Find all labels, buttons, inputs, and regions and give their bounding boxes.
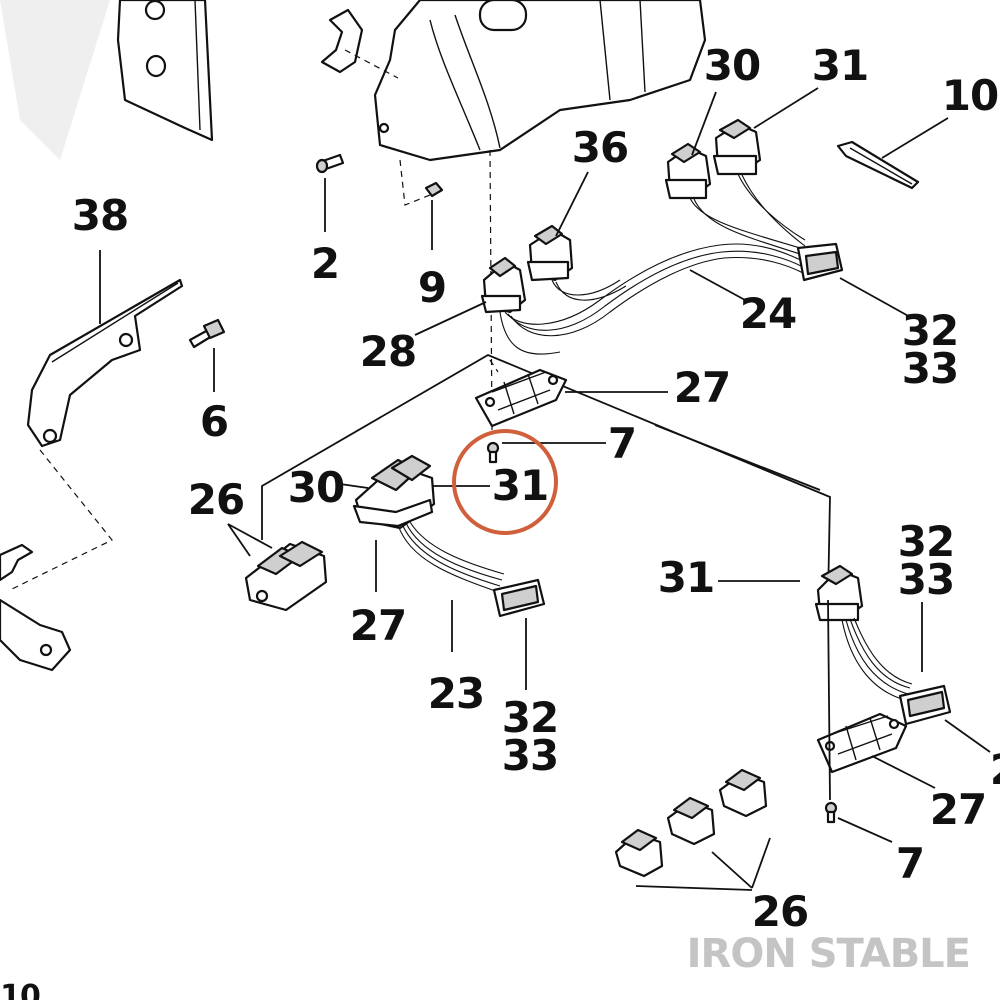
leader-36: [555, 171, 589, 237]
callout-31-mid: 31: [492, 461, 548, 510]
callout-33-top: 33: [902, 344, 958, 393]
leader-26-left: [227, 523, 273, 549]
callout-30-mid: 30: [288, 463, 344, 512]
leader-26-bottom: [711, 851, 753, 889]
leader-26-left: [227, 523, 251, 557]
callout-23: 23: [428, 669, 484, 718]
callout-32-bottom: 32: [502, 693, 558, 742]
guide-line: [827, 599, 831, 801]
switch-30-upper: [664, 142, 712, 200]
callout-9: 9: [418, 263, 446, 312]
leader-27-right: [871, 755, 936, 789]
callout-26-left: 26: [188, 475, 244, 524]
screw-7-mid: [486, 441, 500, 464]
screw-7-right: [824, 801, 838, 824]
callout-6: 6: [200, 397, 228, 446]
alignment-line: [9, 449, 113, 591]
callout-27-right: 27: [930, 785, 986, 834]
callout-32-right: 32: [898, 517, 954, 566]
callout-30-top: 30: [704, 41, 760, 90]
alignment-line: [344, 49, 399, 79]
connector-32-33-center: [492, 578, 546, 618]
switch-31-upper: [712, 118, 762, 176]
switch-36: [526, 224, 574, 282]
handlebar-housing: [373, 0, 707, 162]
callout-32-top: 32: [902, 306, 958, 355]
button-26-bottom-a: [614, 828, 664, 878]
button-26-bottom-b: [666, 796, 716, 846]
guide-line: [489, 359, 499, 373]
guide-line: [261, 353, 831, 601]
callout-10: 10: [942, 71, 998, 120]
callout-2-edge: 2: [990, 745, 1000, 794]
harness-right-wires: [841, 617, 913, 701]
callout-2: 2: [311, 239, 339, 288]
switch-assembly-center: [352, 454, 436, 530]
background-shade: [0, 0, 110, 160]
connector-right: [898, 684, 952, 726]
leader-28: [414, 301, 487, 336]
callout-7-mid: 7: [608, 419, 636, 468]
callout-28: 28: [360, 327, 416, 376]
callout-31-right: 31: [658, 553, 714, 602]
upper-bracket: [116, 0, 214, 142]
leader-30-mid: [339, 483, 369, 489]
lower-left-bracket: [0, 543, 72, 672]
callout-33-bottom: 33: [502, 731, 558, 780]
callout-36: 36: [572, 123, 628, 172]
plate-27-right: [816, 712, 908, 774]
leader-26-bottom: [635, 885, 753, 891]
button-26-bottom-c: [718, 768, 768, 818]
highlight-circle: [452, 429, 558, 535]
alignment-line: [399, 159, 431, 206]
leader-32-top: [839, 277, 913, 319]
bolt-6: [188, 318, 226, 349]
leader-7-right: [837, 817, 893, 843]
leader-26-bottom: [751, 837, 771, 889]
harness-23-wires: [397, 521, 505, 593]
button-pad-26-left: [244, 540, 328, 612]
callout-27-left: 27: [350, 601, 406, 650]
screw-2: [315, 153, 345, 174]
harness-24-wires: [499, 173, 806, 355]
callout-31-top: 31: [812, 41, 868, 90]
leader-24: [689, 269, 746, 301]
leader-30-top: [691, 91, 717, 156]
switch-31-right: [814, 564, 864, 622]
callout-38: 38: [72, 191, 128, 240]
leader-right-edge: [944, 719, 991, 753]
plate-27-top: [474, 368, 568, 428]
callout-7-right: 7: [896, 839, 924, 888]
clip-part: [320, 8, 364, 74]
guide-line: [654, 424, 821, 491]
callout-24: 24: [740, 289, 796, 338]
watermark-text: IRON STABLE: [687, 931, 970, 977]
cable-tie-10: [836, 140, 920, 190]
callout-33-right: 33: [898, 555, 954, 604]
callout-27-top: 27: [674, 363, 730, 412]
nut-9: [424, 181, 444, 198]
callout-26-bottom: 26: [752, 887, 808, 936]
leader-10: [881, 117, 949, 159]
callout-10-corner: 10: [0, 979, 40, 1000]
alignment-line: [489, 149, 493, 431]
leader-31-top: [753, 87, 819, 129]
switch-28: [480, 256, 527, 314]
connector-32-33-upper: [796, 242, 844, 282]
mount-bracket-38: [26, 278, 184, 448]
